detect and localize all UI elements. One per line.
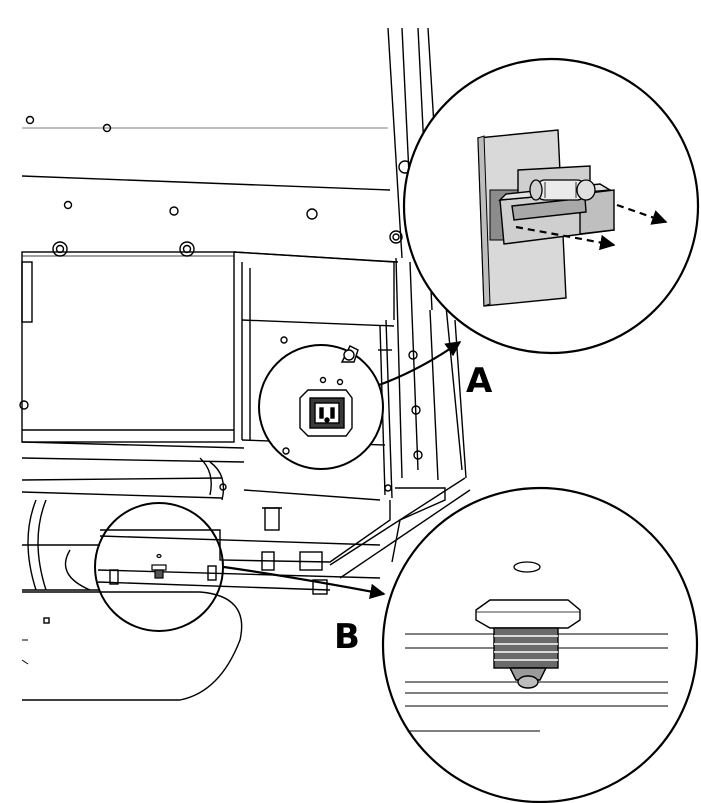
dashed-arrow-icon [515, 203, 668, 251]
power-inlet-detail [258, 344, 384, 470]
screw-closeup [405, 561, 668, 732]
lower-bracket [262, 507, 282, 531]
surface-lines [405, 633, 668, 732]
floor-pad [21, 591, 243, 701]
callout-a-detail [402, 57, 700, 355]
callout-b-detail [381, 486, 699, 803]
inner-compartment [233, 251, 395, 501]
hole [513, 561, 541, 573]
bottom-tray [22, 477, 471, 595]
callout-a-label: A [466, 361, 493, 401]
right-frame-posts [387, 27, 467, 481]
leader-b [223, 565, 386, 599]
upper-panel [21, 115, 403, 263]
left-box [19, 251, 245, 501]
fuse-cartridge [529, 179, 596, 201]
cable-loop [27, 499, 91, 591]
power-inlet-icon [282, 376, 353, 455]
leader-a [378, 341, 462, 387]
cabinet-body [19, 27, 471, 701]
fuse-holder-assembly [477, 129, 615, 307]
callout-b-label: B [334, 617, 360, 657]
foot-screw-detail-small [94, 502, 224, 632]
leveling-screw-icon [475, 599, 581, 689]
screw-icon-small [151, 553, 167, 579]
cable-gland [340, 345, 359, 363]
